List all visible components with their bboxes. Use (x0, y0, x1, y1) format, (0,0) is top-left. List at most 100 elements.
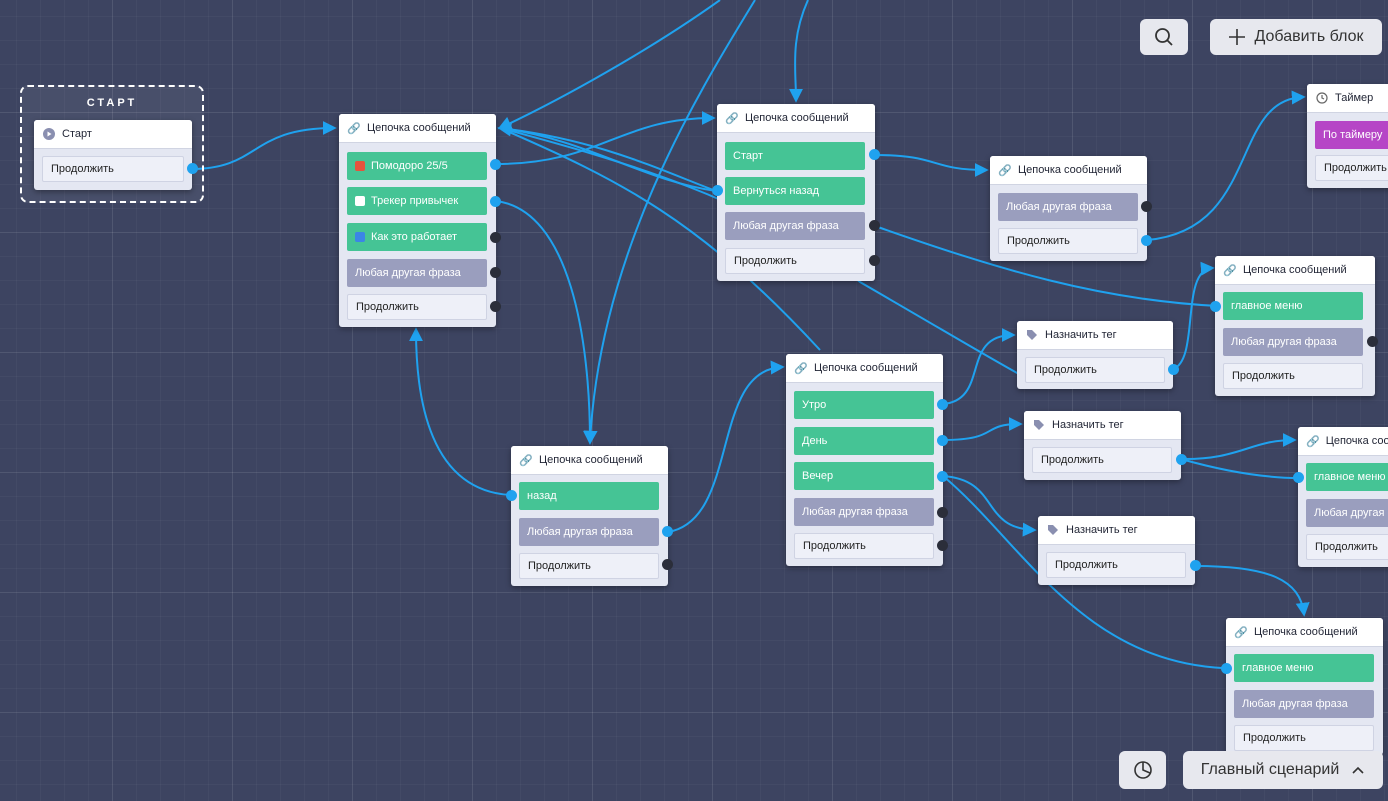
any-phrase-button[interactable]: Любая другая фраза (1234, 690, 1374, 718)
input-port[interactable] (712, 185, 723, 196)
start-continue-port[interactable] (187, 163, 198, 174)
tomato-icon (355, 161, 365, 171)
assign-tag-node[interactable]: Назначить тег Продолжить (1024, 411, 1187, 480)
day-button[interactable]: День (794, 427, 934, 455)
any-phrase-button[interactable]: Любая другая фраза (794, 498, 934, 526)
input-port[interactable] (1221, 663, 1232, 674)
search-button[interactable] (1140, 19, 1188, 55)
any-phrase-button[interactable]: Любая другая фраза (1306, 499, 1388, 527)
message-chain-node[interactable]: 🔗Цепочка сообщений Утро День Вечер Любая… (786, 354, 948, 566)
link-icon: 🔗 (1306, 435, 1320, 448)
scenario-label: Главный сценарий (1200, 761, 1340, 778)
continue-button[interactable]: Продолжить (794, 533, 934, 559)
start-frame-label: СТАРТ (86, 97, 138, 109)
node-title: Назначить тег (1052, 419, 1124, 431)
any-phrase-button[interactable]: Любая другая фраза (1223, 328, 1363, 356)
back-button[interactable]: назад (519, 482, 659, 510)
output-port[interactable] (937, 540, 948, 551)
main-menu-button[interactable]: главное меню (1306, 463, 1388, 491)
continue-button[interactable]: Продолжить (1234, 725, 1374, 751)
go-back-button[interactable]: Вернуться назад (725, 177, 865, 205)
statistics-button[interactable] (1119, 751, 1166, 789)
add-block-button[interactable]: Добавить блок (1210, 19, 1382, 55)
output-port[interactable] (490, 232, 501, 243)
tag-icon (1046, 523, 1060, 537)
any-phrase-button[interactable]: Любая другая фраза (519, 518, 659, 546)
evening-button[interactable]: Вечер (794, 462, 934, 490)
timer-node[interactable]: Таймер По таймеру Продолжить (1307, 84, 1388, 188)
morning-button[interactable]: Утро (794, 391, 934, 419)
start-button[interactable]: Старт (725, 142, 865, 170)
output-port[interactable] (937, 471, 948, 482)
message-chain-node[interactable]: 🔗Цепочка сообщений главное меню Любая др… (1221, 618, 1383, 755)
any-phrase-button[interactable]: Любая другая фраза (347, 259, 487, 287)
assign-tag-node[interactable]: Назначить тег Продолжить (1038, 516, 1201, 585)
chevron-up-icon (1352, 766, 1364, 774)
output-port[interactable] (1141, 201, 1152, 212)
link-icon: 🔗 (998, 164, 1012, 177)
output-port[interactable] (869, 255, 880, 266)
input-port[interactable] (506, 490, 517, 501)
message-chain-node[interactable]: 🔗Цепочка сообщений Старт Вернуться назад… (712, 104, 880, 281)
node-header: 🔗Цепочка сообщений (717, 104, 875, 133)
start-node[interactable]: Старт Продолжить (34, 120, 198, 190)
node-title: Цепочка сообщений (367, 122, 471, 134)
tag-icon (1025, 328, 1039, 342)
node-title: Цепочка сообщений (814, 362, 918, 374)
pomodoro-button[interactable]: Помодоро 25/5 (347, 152, 487, 180)
input-port[interactable] (1210, 301, 1221, 312)
continue-button[interactable]: Продолжить (1223, 363, 1363, 389)
node-header: 🔗Цепочка сообщений (1215, 256, 1375, 285)
node-header: Назначить тег (1038, 516, 1195, 545)
start-frame[interactable]: СТАРТ Старт Продолжить (20, 85, 204, 203)
node-title: Цепочка сообщений (1254, 626, 1358, 638)
continue-button[interactable]: Продолжить (1315, 155, 1388, 181)
node-title: Цепочка сообщений (1243, 264, 1347, 276)
output-port[interactable] (937, 507, 948, 518)
output-port[interactable] (869, 220, 880, 231)
any-phrase-button[interactable]: Любая другая фраза (725, 212, 865, 240)
output-port[interactable] (490, 301, 501, 312)
continue-button[interactable]: Продолжить (1025, 357, 1165, 383)
node-title: Цепочка сообщений (1018, 164, 1122, 176)
continue-button[interactable]: Продолжить (725, 248, 865, 274)
output-port[interactable] (1367, 336, 1378, 347)
habit-tracker-button[interactable]: Трекер привычек (347, 187, 487, 215)
message-chain-node[interactable]: 🔗Цепочка сообщений главное меню Любая др… (1210, 256, 1378, 396)
output-port[interactable] (937, 435, 948, 446)
node-header: 🔗 Цепочка сообщений (990, 156, 1147, 185)
output-port[interactable] (1141, 235, 1152, 246)
output-port[interactable] (490, 159, 501, 170)
message-chain-node[interactable]: 🔗Цепочка сообщений назад Любая другая фр… (506, 446, 673, 586)
output-port[interactable] (937, 399, 948, 410)
message-chain-node[interactable]: 🔗Цепочка сообщений Помодоро 25/5 Трекер … (339, 114, 501, 327)
how-it-works-button[interactable]: Как это работает (347, 223, 487, 251)
output-port[interactable] (1176, 454, 1187, 465)
button-label: Трекер привычек (371, 195, 459, 207)
scenario-selector[interactable]: Главный сценарий (1183, 751, 1383, 789)
continue-button[interactable]: Продолжить (1046, 552, 1186, 578)
output-port[interactable] (1168, 364, 1179, 375)
continue-button[interactable]: Продолжить (998, 228, 1138, 254)
clock-icon (1315, 91, 1329, 105)
output-port[interactable] (869, 149, 880, 160)
by-timer-button[interactable]: По таймеру (1315, 121, 1388, 149)
main-menu-button[interactable]: главное меню (1234, 654, 1374, 682)
continue-button[interactable]: Продолжить (347, 294, 487, 320)
output-port[interactable] (490, 196, 501, 207)
output-port[interactable] (490, 267, 501, 278)
continue-button[interactable]: Продолжить (519, 553, 659, 579)
message-chain-node[interactable]: 🔗 Цепочка сообщений Любая другая фраза Пр… (990, 156, 1152, 261)
message-chain-node[interactable]: 🔗Цепочка сообщений главное меню Любая др… (1293, 427, 1388, 567)
output-port[interactable] (662, 559, 673, 570)
output-port[interactable] (662, 526, 673, 537)
any-phrase-button[interactable]: Любая другая фраза (998, 193, 1138, 221)
input-port[interactable] (1293, 472, 1304, 483)
output-port[interactable] (1190, 560, 1201, 571)
continue-button[interactable]: Продолжить (1306, 534, 1388, 560)
continue-button[interactable]: Продолжить (1032, 447, 1172, 473)
main-menu-button[interactable]: главное меню (1223, 292, 1363, 320)
assign-tag-node[interactable]: Назначить тег Продолжить (1017, 321, 1179, 389)
start-continue-button[interactable]: Продолжить (42, 156, 184, 182)
